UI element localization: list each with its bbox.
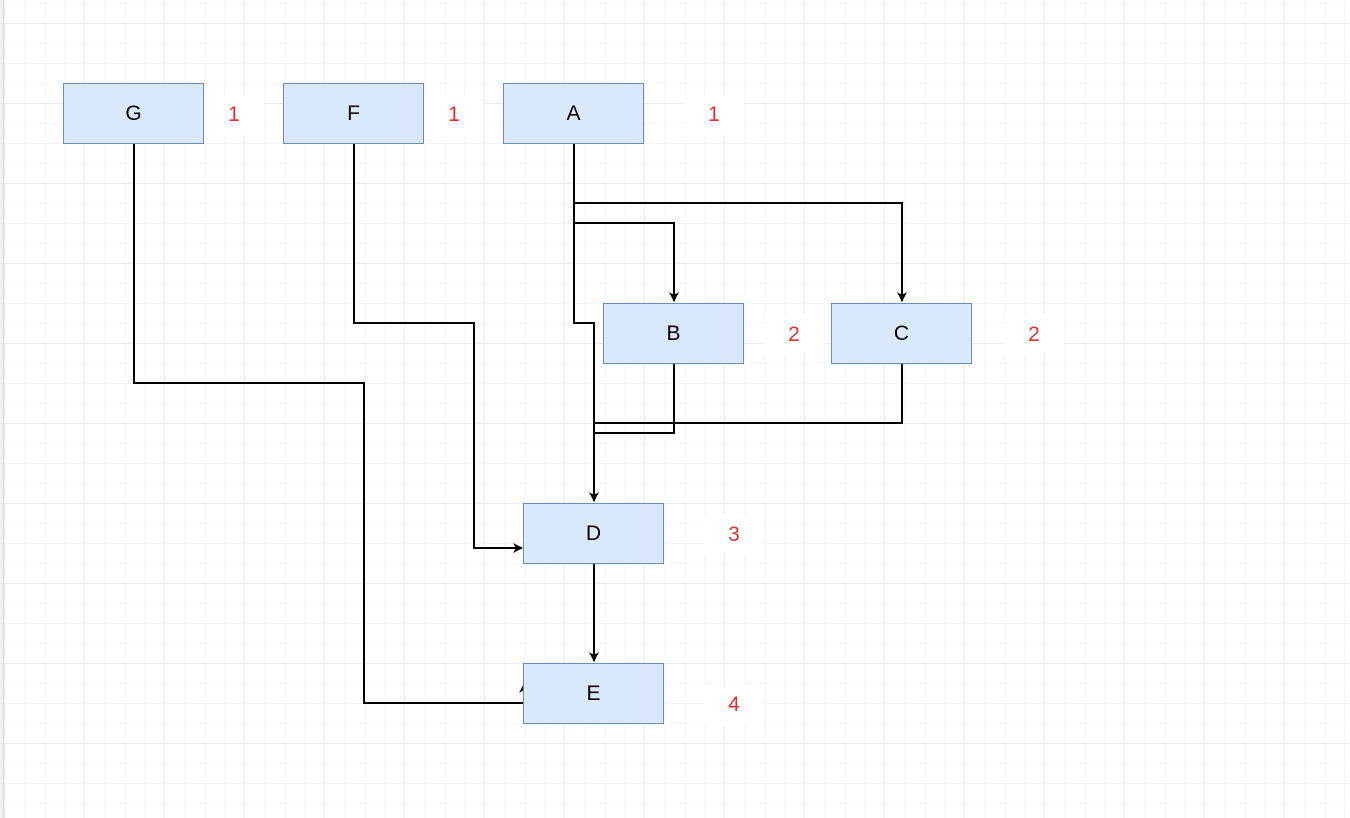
node-g[interactable]: G bbox=[63, 83, 204, 144]
level-b-text: 2 bbox=[788, 323, 800, 346]
level-e-text: 4 bbox=[728, 693, 740, 716]
edge-b-to-d[interactable] bbox=[594, 364, 675, 434]
node-d[interactable]: D bbox=[523, 503, 664, 564]
node-b[interactable]: B bbox=[603, 303, 744, 364]
edge-a-to-c[interactable] bbox=[573, 144, 907, 302]
node-c-label: C bbox=[893, 321, 910, 345]
level-badge-f: 1 bbox=[424, 95, 484, 135]
node-d-label: D bbox=[585, 521, 602, 545]
node-e-label: E bbox=[586, 681, 601, 705]
edge-a-to-b[interactable] bbox=[573, 203, 679, 302]
level-g-text: 1 bbox=[228, 103, 240, 126]
node-b-label: B bbox=[666, 321, 681, 345]
level-badge-g: 1 bbox=[204, 95, 264, 135]
level-badge-b: 2 bbox=[764, 315, 824, 355]
level-badge-d: 3 bbox=[704, 515, 764, 555]
level-f-text: 1 bbox=[448, 103, 460, 126]
edge-g-to-e[interactable] bbox=[133, 144, 529, 704]
level-c-text: 2 bbox=[1028, 323, 1040, 346]
canvas-left-edge bbox=[0, 0, 4, 818]
level-badge-e: 4 bbox=[704, 685, 764, 725]
node-f[interactable]: F bbox=[283, 83, 424, 144]
node-e[interactable]: E bbox=[523, 663, 664, 724]
level-badge-c: 2 bbox=[1004, 315, 1064, 355]
node-a-label: A bbox=[566, 101, 581, 125]
edge-a-to-d[interactable] bbox=[573, 223, 599, 502]
node-g-label: G bbox=[125, 101, 142, 125]
level-badge-a: 1 bbox=[684, 95, 744, 135]
node-a[interactable]: A bbox=[503, 83, 644, 144]
level-a-text: 1 bbox=[708, 103, 720, 126]
edge-c-to-d[interactable] bbox=[594, 364, 903, 424]
level-d-text: 3 bbox=[728, 523, 740, 546]
node-f-label: F bbox=[347, 101, 360, 125]
node-c[interactable]: C bbox=[831, 303, 972, 364]
edge-f-to-d[interactable] bbox=[353, 144, 523, 553]
